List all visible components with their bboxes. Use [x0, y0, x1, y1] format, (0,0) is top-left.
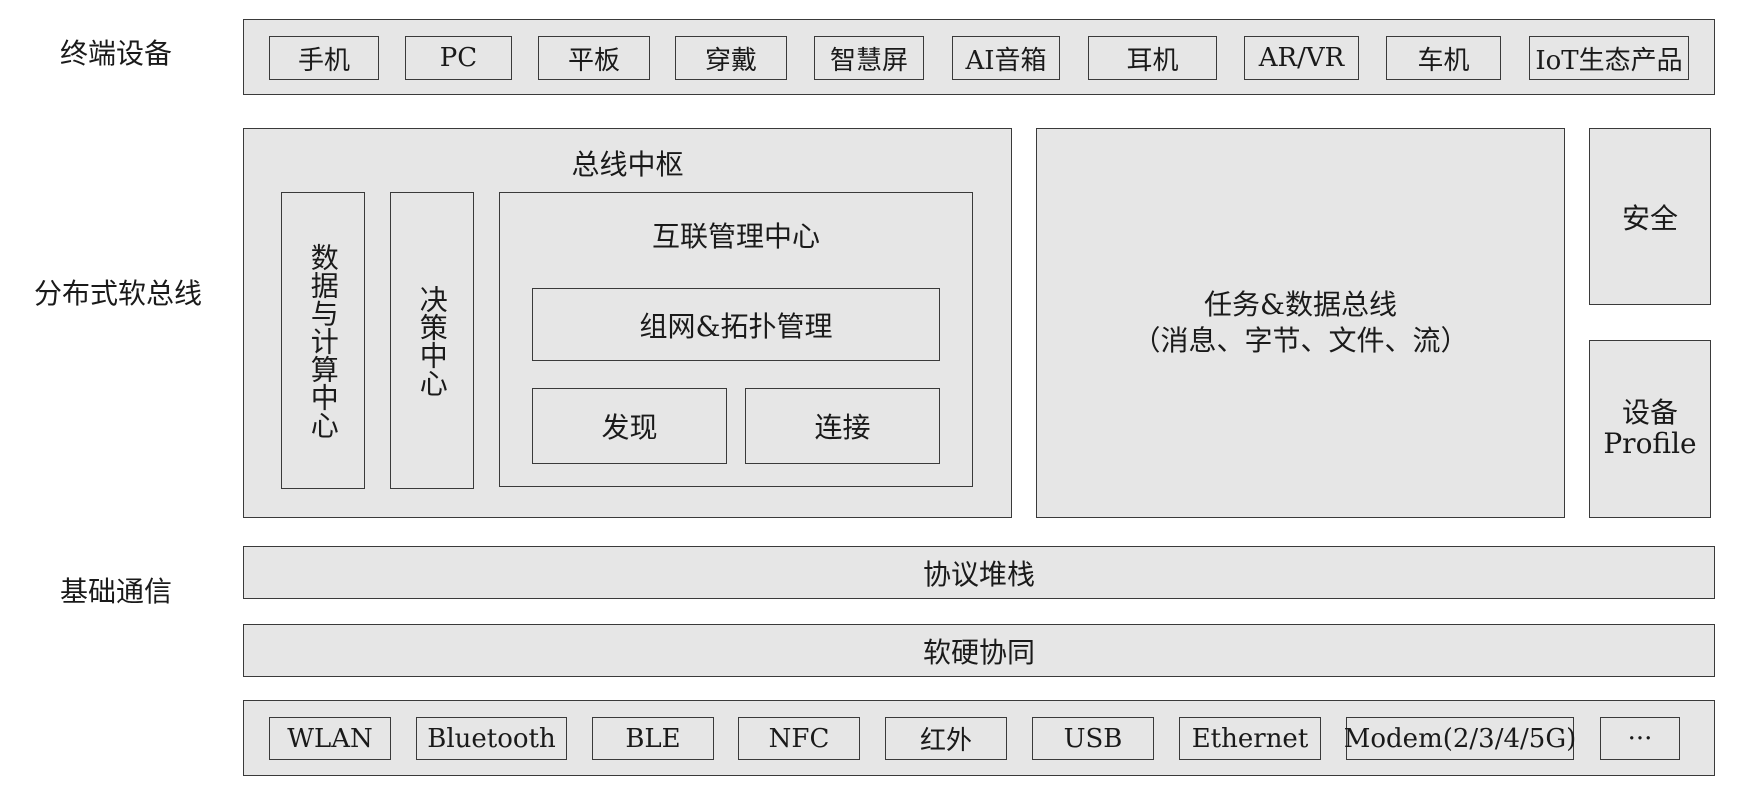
comm-tech-chip: BLE	[592, 717, 714, 760]
comm-tech-chip: Bluetooth	[416, 717, 567, 760]
device-chip: 穿戴	[675, 36, 787, 80]
basic-communication-label: 基础通信	[60, 575, 173, 608]
protocol-stack-label: 协议堆栈	[922, 557, 1035, 591]
topology-management: 组网&拓扑管理	[532, 288, 940, 361]
security-label: 安全	[1621, 201, 1678, 235]
protocol-stack: 协议堆栈	[243, 546, 1715, 599]
device-profile-label-line2: Profile	[1603, 427, 1697, 460]
bus-hub-title: 总线中枢	[571, 148, 684, 181]
device-chip: 车机	[1386, 36, 1501, 80]
distributed-softbus-label: 分布式软总线	[34, 277, 203, 310]
comm-tech-chip: Ethernet	[1179, 717, 1321, 760]
comm-tech-chip: ···	[1600, 717, 1680, 760]
interconnect-title: 互联管理中心	[651, 220, 820, 253]
device-chip: AR/VR	[1244, 36, 1359, 80]
topology-management-label: 组网&拓扑管理	[639, 309, 833, 343]
device-profile: 设备 Profile	[1589, 340, 1711, 518]
connection-label: 连接	[814, 411, 871, 444]
hw-sw-cooperation: 软硬协同	[243, 624, 1715, 677]
comm-tech-chip: 红外	[885, 717, 1007, 760]
decision-center-label: 决策中心	[415, 284, 449, 397]
device-profile-label-line1: 设备	[1621, 396, 1678, 430]
device-chip: 平板	[538, 36, 650, 80]
task-data-bus: 任务&数据总线 （消息、字节、文件、流）	[1036, 128, 1565, 518]
device-chip: AI音箱	[952, 36, 1060, 80]
security: 安全	[1589, 128, 1711, 305]
device-chip: 手机	[269, 36, 379, 80]
device-chip: 智慧屏	[814, 36, 924, 80]
terminal-devices-label: 终端设备	[60, 37, 173, 70]
hw-sw-cooperation-label: 软硬协同	[922, 635, 1035, 669]
discovery-label: 发现	[601, 411, 658, 444]
device-chip: IoT生态产品	[1529, 36, 1689, 80]
device-chip: PC	[405, 36, 512, 80]
data-compute-center-label: 数据与计算中心	[306, 242, 340, 439]
task-data-bus-subtitle: （消息、字节、文件、流）	[1132, 324, 1469, 357]
comm-tech-chip: NFC	[738, 717, 860, 760]
comm-tech-chip: USB	[1032, 717, 1154, 760]
comm-tech-chip: Modem(2/3/4/5G)	[1344, 717, 1576, 760]
data-compute-center: 数据与计算中心	[281, 192, 365, 489]
discovery: 发现	[532, 388, 727, 464]
connection: 连接	[745, 388, 940, 464]
comm-tech-chip: WLAN	[269, 717, 391, 760]
device-chip: 耳机	[1088, 36, 1217, 80]
decision-center: 决策中心	[390, 192, 474, 489]
task-data-bus-title: 任务&数据总线	[1204, 287, 1397, 321]
